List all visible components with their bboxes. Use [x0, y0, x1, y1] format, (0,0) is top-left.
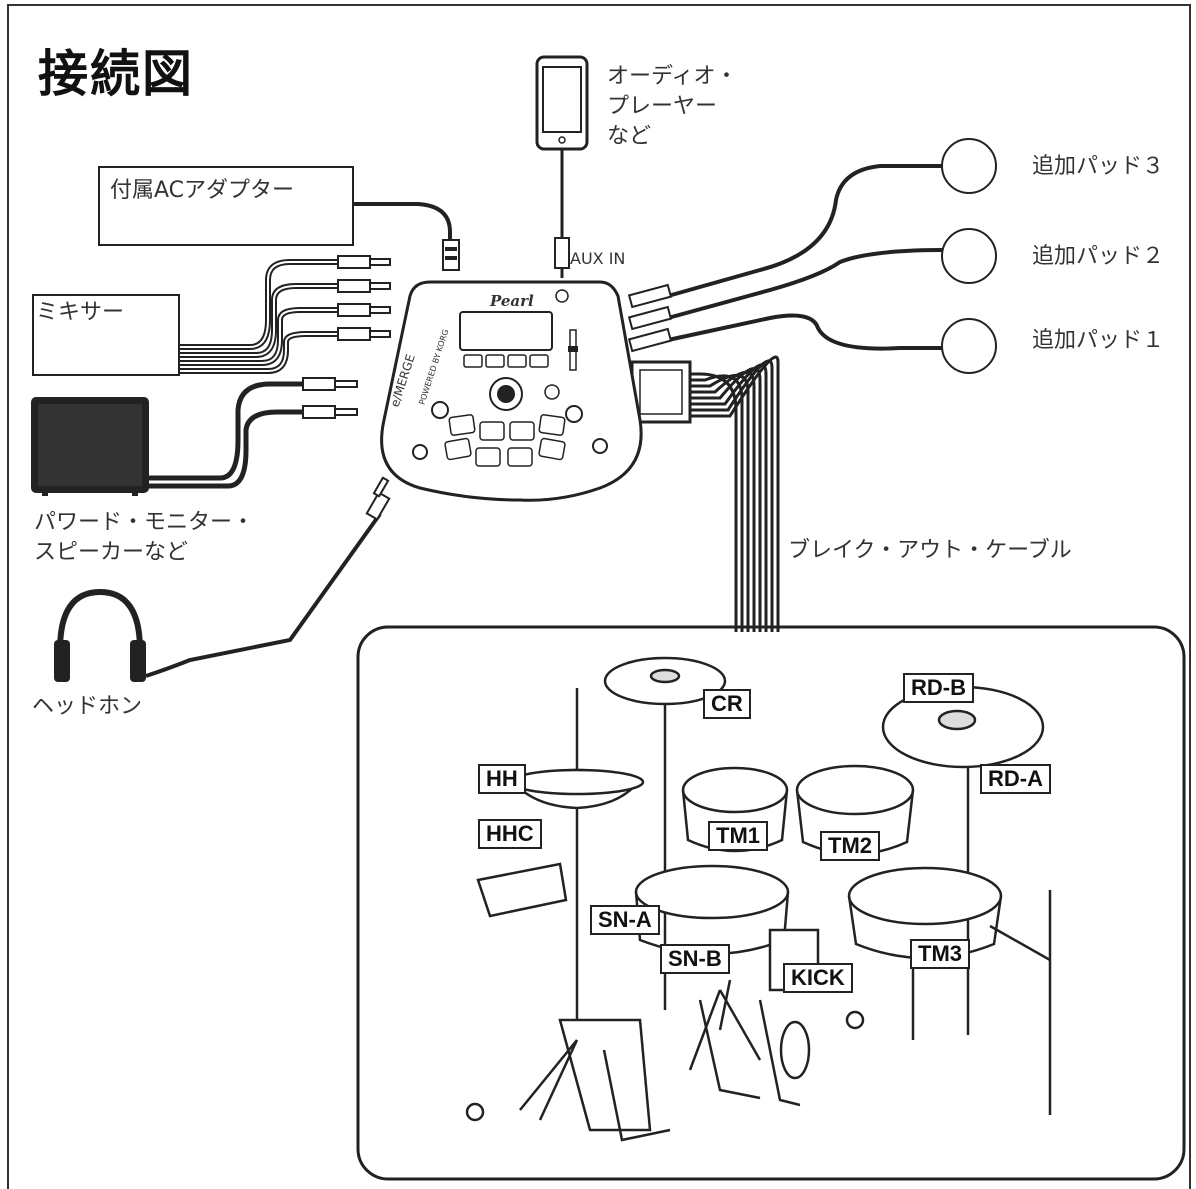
audio-player-label: オーディオ・ プレーヤー など	[607, 64, 738, 149]
tag-sna: SN-A	[590, 905, 660, 935]
tag-hh: HH	[478, 764, 526, 794]
pad-cables	[667, 164, 945, 351]
tag-rdb: RD-B	[903, 673, 974, 703]
monitor-cables	[148, 381, 305, 489]
breakout-label: ブレイク・アウト・ケーブル	[788, 538, 1072, 563]
mixer-box: ミキサー	[32, 294, 180, 376]
pad-circles	[941, 138, 997, 374]
tag-kick: KICK	[783, 963, 853, 993]
pad-plugs	[627, 283, 673, 353]
aux-in-label: AUX IN	[570, 249, 626, 268]
tag-cr: CR	[703, 689, 751, 719]
module-brand: Pearl	[490, 292, 534, 310]
pad3-label: 追加パッド３	[1032, 154, 1165, 179]
breakout-cable	[690, 355, 780, 632]
tag-tm3: TM3	[910, 939, 970, 969]
mixer-cables	[178, 259, 340, 374]
tag-tm2: TM2	[820, 831, 880, 861]
mixer-label: ミキサー	[36, 300, 125, 325]
tag-tm1: TM1	[708, 821, 768, 851]
breakout-connector	[630, 360, 692, 424]
headphone-cable	[145, 512, 382, 678]
monitor-plugs	[302, 377, 358, 419]
drum-module-icon	[380, 280, 643, 502]
pad2-label: 追加パッド２	[1032, 244, 1165, 269]
mixer-plugs	[337, 255, 391, 341]
page-title: 接続図	[38, 45, 194, 103]
headphones-label: ヘッドホン	[32, 694, 143, 719]
audio-player-icon	[535, 55, 589, 278]
headphone-plug	[365, 476, 391, 521]
ac-adapter-label: 付属ACアダプター	[110, 178, 295, 203]
tag-hhc: HHC	[478, 819, 542, 849]
ac-adapter-box: 付属ACアダプター	[98, 166, 354, 246]
drum-kit-illustration	[465, 656, 1052, 1142]
tag-snb: SN-B	[660, 944, 730, 974]
monitor-label: パワード・モニター・ スピーカーなど	[34, 510, 255, 565]
headphones-icon	[54, 588, 146, 682]
ac-adapter-cable	[352, 202, 460, 271]
speaker-icon	[31, 397, 149, 496]
tag-rda: RD-A	[980, 764, 1051, 794]
pad1-label: 追加パッド１	[1032, 328, 1165, 353]
